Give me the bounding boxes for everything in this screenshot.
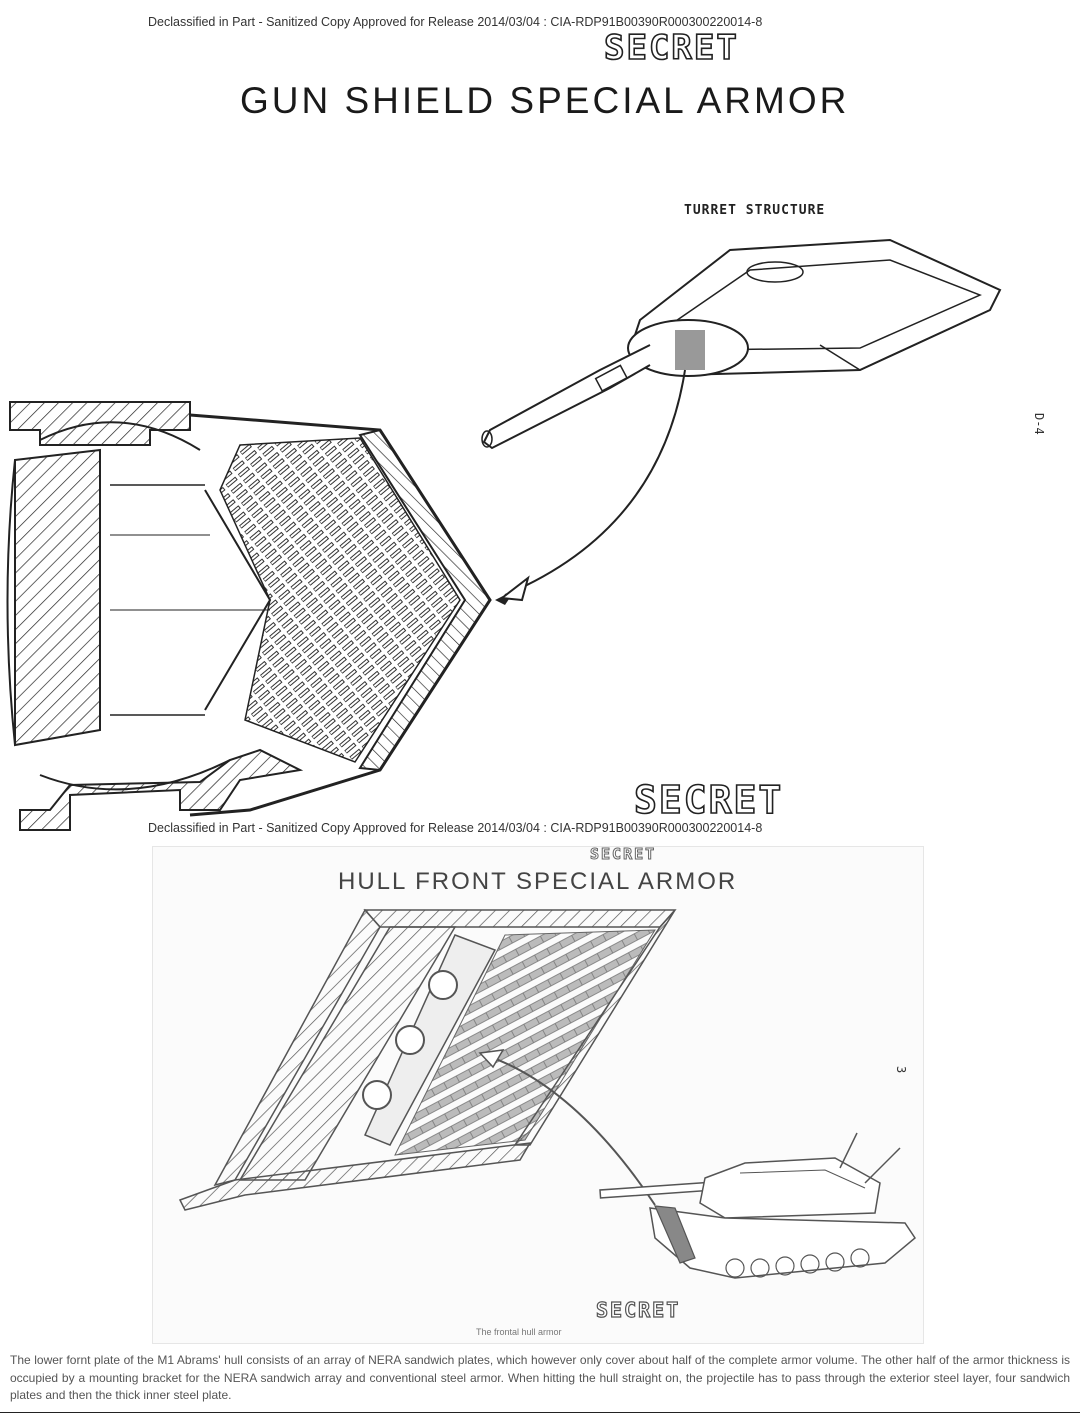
secret-stamp-top: SECRET — [603, 27, 739, 69]
hull-secret-stamp-bottom: SECRET — [595, 1297, 681, 1322]
hull-front-title: HULL FRONT SPECIAL ARMOR — [338, 868, 738, 895]
gun-shield-title: GUN SHIELD SPECIAL ARMOR — [240, 80, 850, 121]
page-mark-d4: D-4 — [1032, 413, 1046, 435]
declass-header-top: Declassified in Part - Sanitized Copy Ap… — [148, 15, 763, 29]
m1-tank-drawing-icon — [599, 1132, 916, 1279]
declass-header-bottom: Declassified in Part - Sanitized Copy Ap… — [148, 821, 763, 835]
secret-stamp-bottom: SECRET — [633, 777, 784, 823]
gun-shield-cross-section-drawing-icon — [6, 401, 515, 831]
hull-caption: The frontal hull armor — [476, 1327, 562, 1337]
hull-secret-stamp-top: SECRET — [589, 845, 657, 864]
page-mark-3: 3 — [894, 1066, 908, 1074]
hull-armor-cross-section-drawing-icon — [178, 908, 677, 1211]
tank-turret-drawing-icon — [481, 238, 1002, 602]
turret-structure-label: TURRET STRUCTURE — [684, 203, 826, 218]
article-paragraph: The lower fornt plate of the M1 Abrams' … — [10, 1353, 1070, 1402]
bottom-divider — [0, 1412, 1080, 1413]
